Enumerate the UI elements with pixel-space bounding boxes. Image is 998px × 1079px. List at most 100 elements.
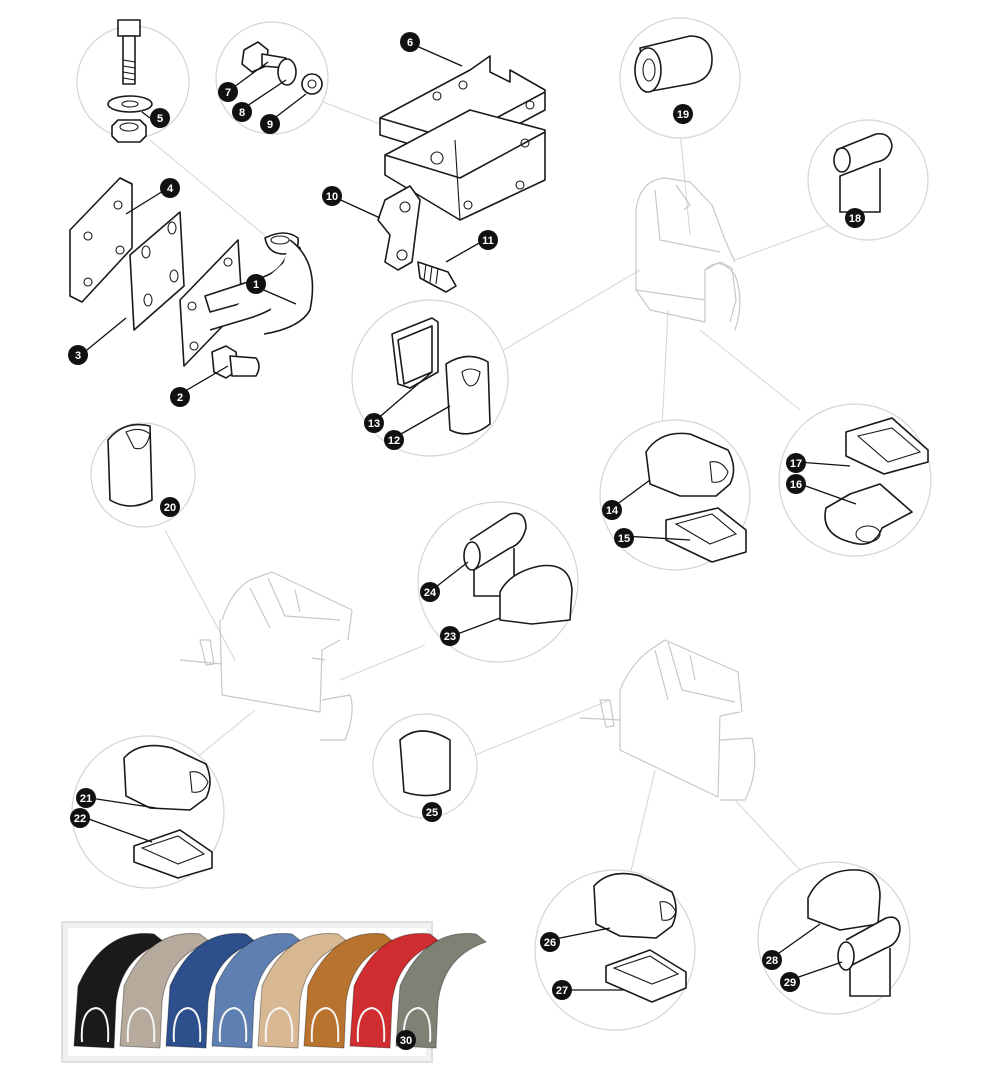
callout-4: 4 [160, 178, 180, 198]
callout-15: 15 [614, 528, 634, 548]
callout-8: 8 [232, 102, 252, 122]
svg-text:11: 11 [482, 235, 494, 247]
spacer-plate [69, 177, 133, 303]
callout-5: 5 [150, 108, 170, 128]
seal-set-21-22 [71, 735, 225, 889]
callout-12: 12 [384, 430, 404, 450]
svg-text:28: 28 [766, 955, 778, 967]
edge-trim-grip [356, 1006, 386, 1043]
svg-text:14: 14 [606, 505, 619, 517]
svg-text:19: 19 [677, 109, 689, 121]
svg-text:13: 13 [368, 418, 380, 430]
edge-trim-grip [402, 1006, 432, 1043]
callout-28: 28 [762, 950, 782, 970]
callout-23: 23 [440, 626, 460, 646]
callout-1: 1 [246, 274, 266, 294]
callout-6: 6 [400, 32, 420, 52]
gasket-plate [129, 211, 185, 331]
svg-text:10: 10 [326, 191, 338, 203]
svg-text:20: 20 [164, 502, 176, 514]
callout-24: 24 [420, 582, 440, 602]
callout-18: 18 [845, 208, 865, 228]
svg-text:22: 22 [74, 813, 86, 825]
callout-16: 16 [786, 474, 806, 494]
callout-11: 11 [478, 230, 498, 250]
callout-9: 9 [260, 114, 280, 134]
callout-20: 20 [160, 497, 180, 517]
svg-text:3: 3 [75, 350, 81, 362]
hinge-link [377, 185, 421, 271]
svg-text:16: 16 [790, 479, 802, 491]
svg-text:25: 25 [426, 807, 438, 819]
edge-trim-strip [73, 932, 166, 1049]
callout-29: 29 [780, 972, 800, 992]
seal-set-23-24 [417, 501, 579, 663]
seal-set-16-17 [778, 403, 932, 557]
callout-10: 10 [322, 186, 342, 206]
svg-text:24: 24 [424, 587, 437, 599]
svg-text:17: 17 [790, 458, 802, 470]
edge-trim-strip [165, 932, 258, 1049]
callout-badges: 1 2 3 4 5 6 7 8 9 10 11 12 13 14 15 16 1… [68, 32, 865, 1050]
callout-3: 3 [68, 345, 88, 365]
callout-19: 19 [673, 104, 693, 124]
seal-set-28-29 [757, 861, 911, 1015]
car-outline-right [579, 639, 756, 801]
seal-end-20 [90, 422, 196, 528]
seal-set-14-15 [599, 419, 751, 571]
edge-trim-grip [80, 1006, 110, 1043]
svg-text:27: 27 [556, 985, 568, 997]
svg-text:18: 18 [849, 213, 861, 225]
edge-trim-grip [310, 1006, 340, 1043]
edge-trim-grip [264, 1006, 294, 1043]
seal-end-19 [619, 17, 741, 139]
callout-30: 30 [396, 1030, 416, 1050]
svg-text:26: 26 [544, 937, 556, 949]
callout-26: 26 [540, 932, 560, 952]
edge-trim-grip [172, 1006, 202, 1043]
edge-trim-grip [218, 1006, 248, 1043]
callout-13: 13 [364, 413, 384, 433]
edge-trim-strip [395, 932, 488, 1049]
svg-text:30: 30 [400, 1035, 412, 1047]
callout-25: 25 [422, 802, 442, 822]
svg-text:9: 9 [267, 119, 273, 131]
towing-eye [179, 232, 314, 367]
seal-end-25 [372, 713, 478, 819]
svg-text:6: 6 [407, 37, 413, 49]
svg-text:1: 1 [253, 279, 259, 291]
svg-text:7: 7 [225, 87, 231, 99]
callout-17: 17 [786, 453, 806, 473]
callout-21: 21 [76, 788, 96, 808]
seal-set-26-27 [534, 869, 696, 1031]
car-outline-top [635, 177, 741, 331]
callout-14: 14 [602, 500, 622, 520]
svg-text:29: 29 [784, 977, 796, 989]
edge-trim-strip [349, 932, 442, 1049]
leader-lines [149, 99, 831, 876]
svg-text:2: 2 [177, 392, 183, 404]
edge-trim-strip [211, 932, 304, 1049]
hex-bolt [211, 345, 260, 379]
edge-trim-strip [257, 932, 350, 1049]
svg-text:12: 12 [388, 435, 400, 447]
seal-end-caps-12-13 [351, 299, 509, 457]
callout-22: 22 [70, 808, 90, 828]
callout-27: 27 [552, 980, 572, 1000]
bolt-washer-nut-group [76, 19, 190, 143]
svg-text:5: 5 [157, 113, 163, 125]
car-outline-left [179, 571, 353, 741]
edge-trim-color-samples [73, 932, 488, 1049]
svg-text:15: 15 [618, 533, 630, 545]
svg-text:23: 23 [444, 631, 456, 643]
svg-text:21: 21 [80, 793, 92, 805]
callout-arrows [81, 43, 857, 991]
hinge-bracket [379, 55, 546, 221]
edge-trim-strip [303, 932, 396, 1049]
edge-trim-grip [126, 1006, 156, 1043]
edge-trim-strip [119, 932, 212, 1049]
seal-end-18 [807, 119, 929, 241]
callout-2: 2 [170, 387, 190, 407]
svg-text:4: 4 [167, 183, 174, 195]
